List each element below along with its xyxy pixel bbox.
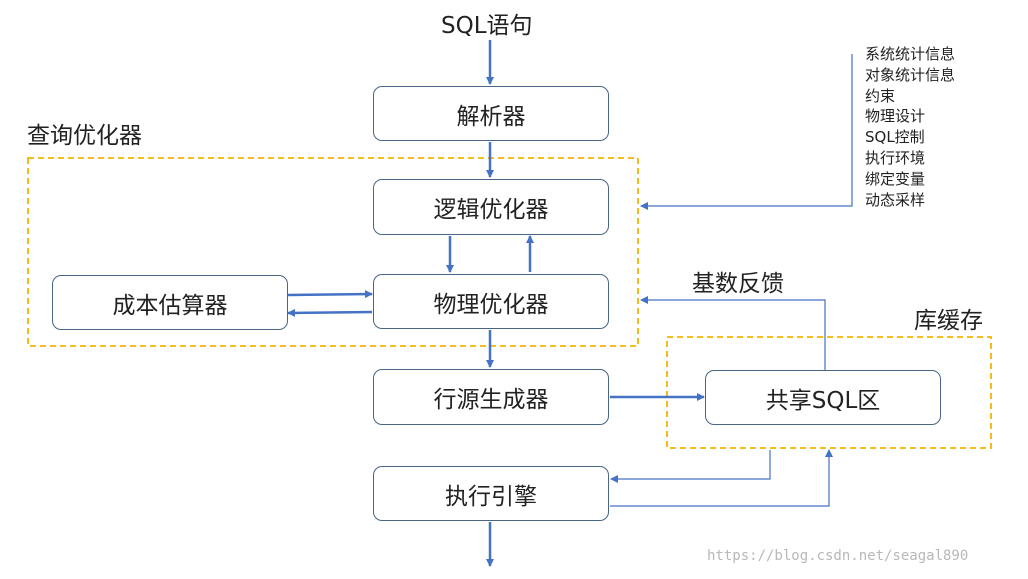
arrow-inputs-optimizer — [640, 54, 853, 210]
optimizer-input-item: 动态采样 — [865, 190, 926, 209]
logical-optimizer-box: 逻辑优化器 — [373, 179, 609, 235]
input-label: SQL语句 — [441, 13, 533, 39]
cost-estimator-box: 成本估算器 — [52, 275, 288, 330]
arrow-cardinality-feedback — [640, 296, 826, 370]
cache-group-frame — [666, 336, 992, 449]
physical-optimizer-box: 物理优化器 — [373, 274, 609, 329]
optimizer-inputs-list: 系统统计信息 对象统计信息 约束 物理设计 SQL控制 执行环境 绑定变量 动态… — [865, 44, 955, 210]
execution-engine-box: 执行引擎 — [373, 466, 609, 521]
optimizer-input-item: 物理设计 — [865, 107, 926, 126]
cache-group-label: 库缓存 — [914, 308, 983, 334]
optimizer-input-item: 约束 — [865, 86, 896, 105]
parser-box: 解析器 — [373, 86, 609, 141]
optimizer-input-item: 对象统计信息 — [865, 65, 956, 84]
arrow-physical-cost — [287, 308, 373, 317]
arrow-cost-physical — [287, 290, 373, 299]
optimizer-input-item: 系统统计信息 — [865, 45, 956, 63]
arrow-exec-shared — [610, 449, 833, 507]
optimizer-group-label: 查询优化器 — [27, 123, 142, 149]
optimizer-input-item: 绑定变量 — [865, 169, 926, 188]
arrow-shared-exec — [610, 450, 771, 483]
row-source-generator-box: 行源生成器 — [373, 369, 609, 425]
watermark: https://blog.csdn.net/seagal890 — [707, 548, 969, 564]
optimizer-input-item: 执行环境 — [865, 148, 926, 167]
cardinality-feedback-label: 基数反馈 — [692, 271, 784, 297]
shared-sql-area-box: 共享SQL区 — [705, 370, 941, 425]
optimizer-input-item: SQL控制 — [865, 128, 925, 147]
optimizer-group-frame — [27, 157, 639, 347]
